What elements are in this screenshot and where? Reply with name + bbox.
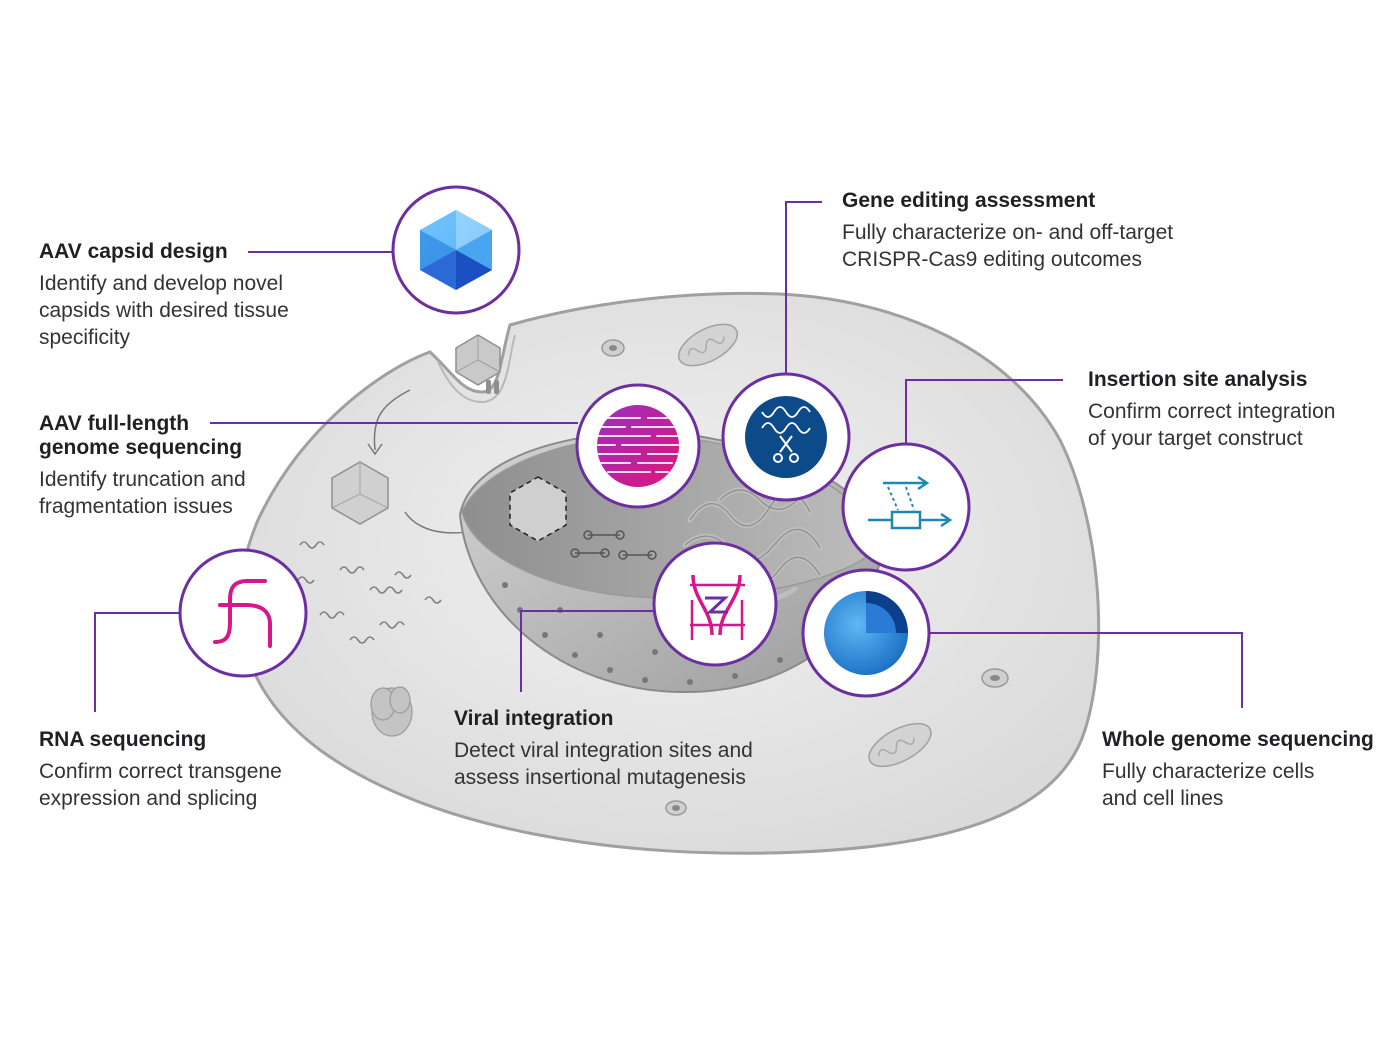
callout-title: AAV capsid design bbox=[39, 240, 228, 263]
capsid-cytoplasm bbox=[331, 461, 389, 525]
leader-lines bbox=[94, 201, 1243, 712]
callout-viral-integration: Viral integration Detect viral integrati… bbox=[454, 707, 784, 791]
callout-desc: Confirm correct integration of your targ… bbox=[1088, 400, 1336, 450]
viral-integration-dna-icon bbox=[652, 541, 778, 667]
callout-title: AAV full-length genome sequencing bbox=[39, 412, 243, 459]
organelles bbox=[370, 323, 1009, 816]
callout-title: Whole genome sequencing bbox=[1102, 728, 1374, 751]
callout-insertion-site: Insertion site analysis Confirm correct … bbox=[1088, 368, 1378, 452]
callout-wgs: Whole genome sequencing Fully characteri… bbox=[1102, 728, 1392, 812]
callout-gene-editing: Gene editing assessment Fully characteri… bbox=[842, 189, 1202, 273]
callout-desc: Identify and develop novel capsids with … bbox=[39, 272, 289, 349]
callout-desc: Confirm correct transgene expression and… bbox=[39, 760, 282, 810]
callout-desc: Identify truncation and fragmentation is… bbox=[39, 468, 246, 518]
capsid-entering bbox=[455, 334, 501, 394]
icosahedron-capsid-icon bbox=[391, 185, 521, 315]
construct-insertion-icon bbox=[841, 442, 971, 572]
callout-title: RNA sequencing bbox=[39, 728, 207, 751]
callout-aav-capsid: AAV capsid design Identify and develop n… bbox=[39, 240, 329, 351]
callout-aav-genome: AAV full-length genome sequencing Identi… bbox=[39, 412, 299, 520]
callout-title: Insertion site analysis bbox=[1088, 368, 1308, 391]
callout-desc: Detect viral integration sites and asses… bbox=[454, 739, 753, 789]
genome-sphere-icon bbox=[801, 568, 931, 698]
sequencing-reads-icon bbox=[575, 383, 701, 509]
callout-title: Gene editing assessment bbox=[842, 189, 1096, 212]
callout-desc: Fully characterize cells and cell lines bbox=[1102, 760, 1315, 810]
callout-desc: Fully characterize on- and off-target CR… bbox=[842, 221, 1174, 271]
callout-rna-seq: RNA sequencing Confirm correct transgene… bbox=[39, 728, 329, 812]
rna-strands bbox=[297, 541, 442, 644]
rna-splicing-icon bbox=[178, 548, 308, 678]
callout-title: Viral integration bbox=[454, 707, 614, 730]
dna-scissors-icon bbox=[721, 372, 851, 502]
